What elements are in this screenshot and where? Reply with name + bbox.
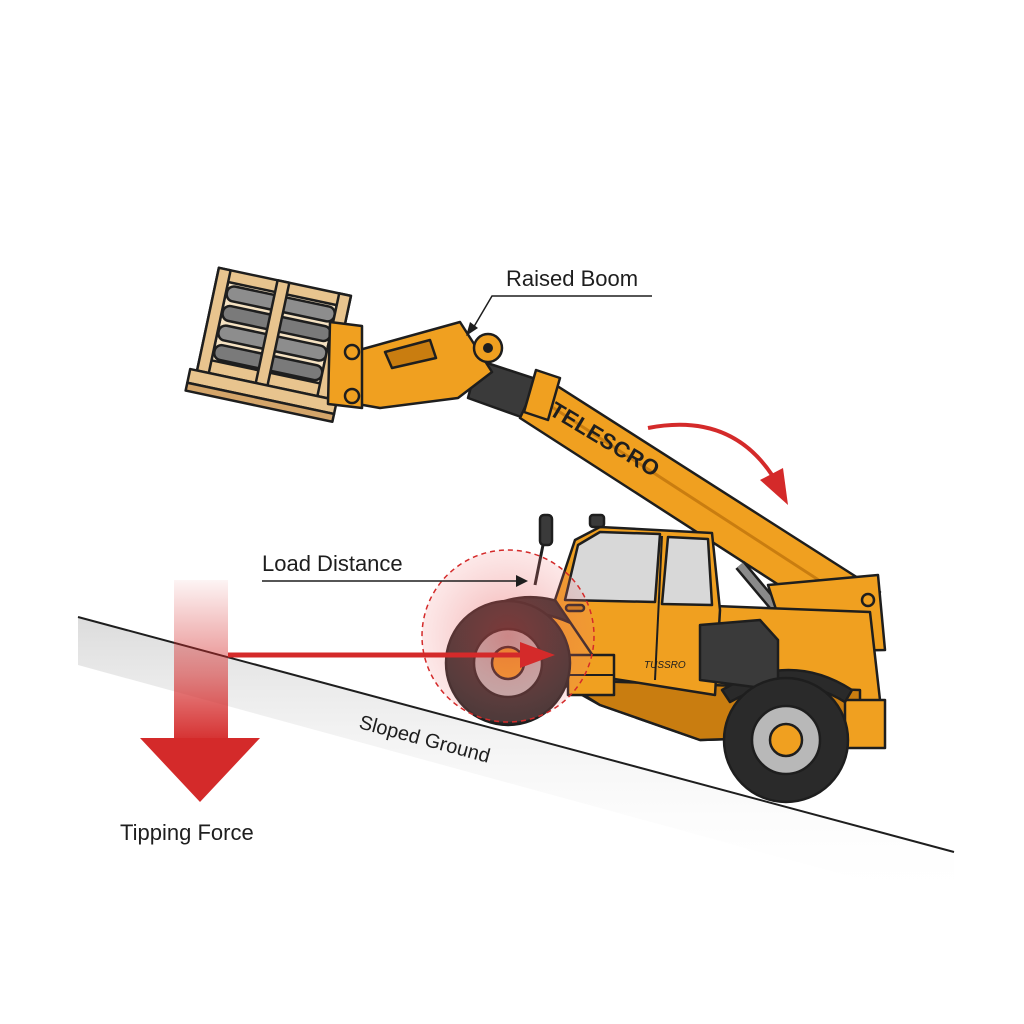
pallet-load	[184, 266, 364, 424]
tipping-force-label: Tipping Force	[120, 820, 254, 845]
rear-wheel	[722, 676, 850, 804]
load-distance-callout: Load Distance	[262, 551, 528, 587]
raised-boom-label: Raised Boom	[506, 266, 638, 291]
load-distance-zone	[421, 549, 595, 723]
rotation-arrow	[647, 422, 788, 505]
tipping-force-arrow	[140, 580, 260, 802]
load-distance-label: Load Distance	[262, 551, 403, 576]
load-distance-arrow	[228, 642, 555, 668]
cab-badge-text: TUSSRO	[644, 660, 686, 671]
raised-boom-callout: Raised Boom	[466, 266, 652, 336]
